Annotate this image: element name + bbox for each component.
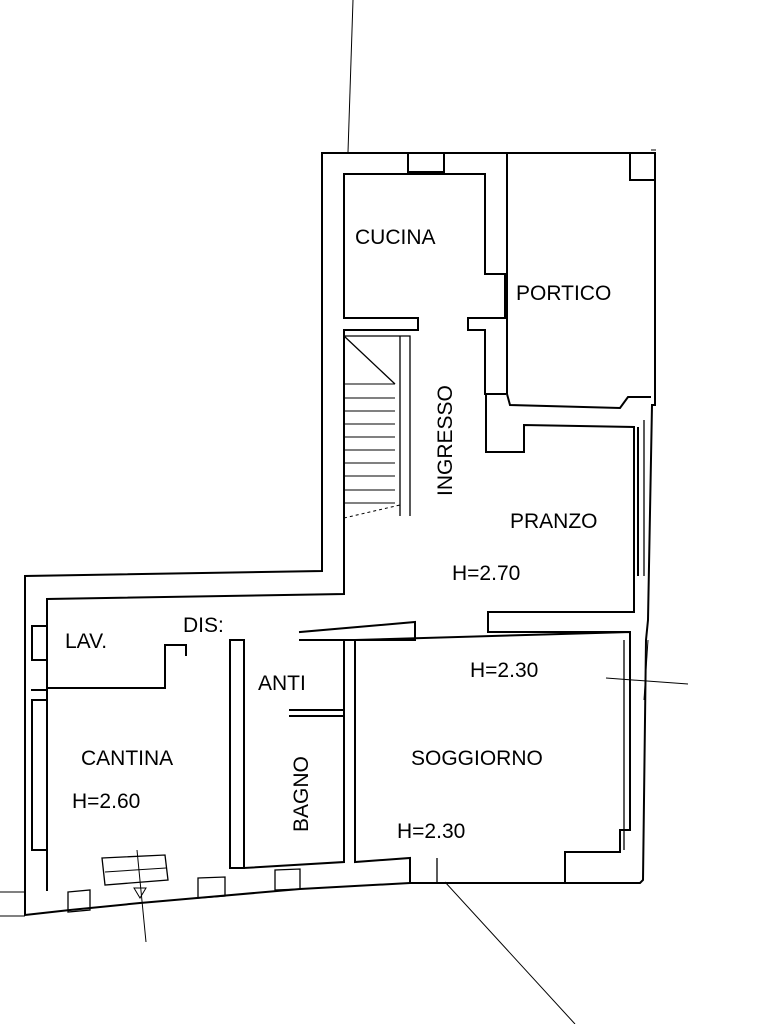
pranzo-walls <box>485 393 645 633</box>
label-cucina: CUCINA <box>355 226 436 249</box>
lower-interior-walls <box>31 599 631 884</box>
windows <box>67 854 438 913</box>
label-dis: DIS: <box>183 614 224 637</box>
label-soggiorno-height-bottom: H=2.30 <box>397 820 465 843</box>
label-pranzo-height: H=2.70 <box>452 562 520 585</box>
label-ingresso: INGRESSO <box>434 385 457 496</box>
label-cantina-height: H=2.60 <box>72 790 140 813</box>
label-soggiorno: SOGGIORNO <box>411 747 543 770</box>
label-portico: PORTICO <box>516 282 611 305</box>
label-anti: ANTI <box>258 672 306 695</box>
staircase <box>343 335 411 519</box>
label-soggiorno-height-top: H=2.30 <box>470 659 538 682</box>
room-labels: CUCINA PORTICO INGRESSO PRANZO H=2.70 DI… <box>65 226 611 843</box>
label-cantina: CANTINA <box>81 747 173 770</box>
label-lav: LAV. <box>65 630 107 653</box>
label-bagno: BAGNO <box>290 756 313 832</box>
label-pranzo: PRANZO <box>510 510 598 533</box>
